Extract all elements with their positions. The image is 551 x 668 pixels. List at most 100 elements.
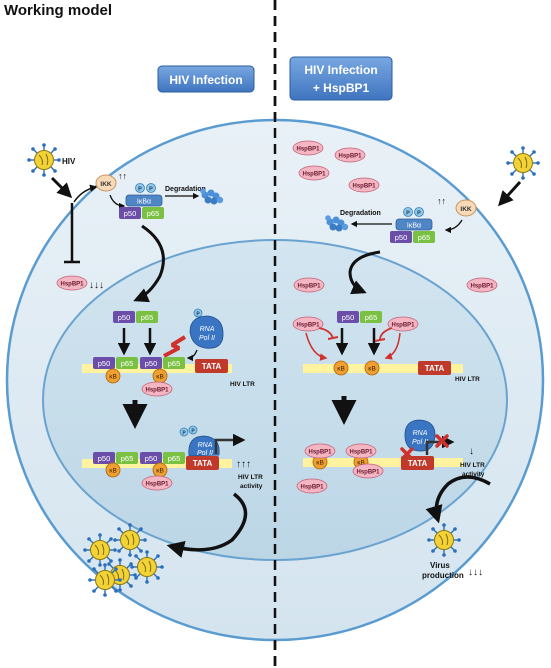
- p65-label: p65: [141, 313, 154, 322]
- p65-left-cyto: [142, 207, 164, 219]
- hspbp1-label: HspBP1: [296, 147, 320, 153]
- p65-label: p65: [168, 454, 181, 463]
- left-header-badge: HIV Infection: [157, 65, 255, 93]
- hspbp1-left-cyto: [56, 275, 88, 291]
- ltr-activity-line2-right: activity: [462, 471, 485, 478]
- hspbp1-down-arrows: ↓↓↓: [89, 280, 104, 291]
- virion-icon: [87, 562, 123, 598]
- pol2-label-left: Pol II: [199, 335, 215, 342]
- phospho-p-pol: P: [196, 312, 200, 318]
- virion-icon: [129, 549, 165, 585]
- p50-label: p50: [98, 454, 111, 463]
- tata-label: TATA: [202, 362, 222, 371]
- kb-label: κB: [357, 460, 365, 467]
- p65-label: p65: [418, 233, 431, 242]
- ltr-activity-line2-left: activity: [240, 483, 263, 490]
- dna-strand-right-2: [303, 458, 463, 467]
- p65-label: p65: [365, 313, 378, 322]
- hspbp1-label: HspBP1: [145, 388, 169, 394]
- tata-label: TATA: [408, 459, 428, 468]
- phospho-p-1: P: [138, 187, 142, 193]
- p50-label: p50: [145, 359, 158, 368]
- hiv-virus-icon-right: [505, 145, 541, 181]
- rna-label-right: RNA: [413, 430, 428, 437]
- ltr-activity-line1-left: HIV LTR: [238, 474, 263, 481]
- ltr-up-arrows: ↑↑↑: [236, 459, 251, 470]
- tata-label: TATA: [193, 459, 213, 468]
- phospho-p-2: P: [149, 187, 153, 193]
- dna-strand-right-1: [303, 364, 463, 373]
- block-x-icon-2: [435, 434, 449, 448]
- p50-right-cyto: [390, 231, 412, 243]
- p65-label: p65: [121, 359, 134, 368]
- p65-right-cyto: [413, 231, 435, 243]
- kb-label: κB: [109, 468, 117, 475]
- hspbp1-label: HspBP1: [356, 470, 380, 476]
- degradation-label-right: Degradation: [340, 210, 381, 217]
- ikk-up-arrows-left: ↑↑: [118, 171, 127, 181]
- ltr-activity-line1-right: HIV LTR: [460, 462, 485, 469]
- hspbp1-label: HspBP1: [60, 282, 84, 288]
- virion-icon-right: [426, 522, 462, 558]
- p50-label: p50: [145, 454, 158, 463]
- right-header-line1: HIV Infection: [304, 63, 377, 77]
- right-header-badge: HIV Infection + HspBP1: [289, 56, 393, 101]
- p65-label: p65: [168, 359, 181, 368]
- pol2-label-right: Pol II: [412, 439, 428, 446]
- kb-label: κB: [156, 468, 164, 475]
- p50-left-cyto: [119, 207, 141, 219]
- phospho-p-pol: P: [191, 429, 195, 435]
- ikk-node-left: [95, 174, 117, 192]
- phospho-p-3: P: [406, 211, 410, 217]
- ikk-node-right: [455, 199, 477, 217]
- pol2-label-left: Pol II: [197, 450, 213, 457]
- hspbp1-label: HspBP1: [391, 323, 415, 329]
- right-header-line2: + HspBP1: [313, 81, 370, 95]
- p65-label: p65: [147, 209, 160, 218]
- virus-production-line1: Virus: [430, 561, 450, 570]
- p50-label: p50: [342, 313, 355, 322]
- hspbp1-label: HspBP1: [338, 154, 362, 160]
- virus-down-arrows: ↓↓↓: [468, 567, 483, 578]
- kb-label: κB: [368, 366, 376, 373]
- hiv-ltr-label-right: HIV LTR: [455, 376, 480, 383]
- phospho-p-4: P: [417, 211, 421, 217]
- p50-label: p50: [118, 313, 131, 322]
- ikk-label-right: IKK: [460, 206, 472, 213]
- hspbp1-label: HspBP1: [302, 172, 326, 178]
- p50-label: p50: [98, 359, 111, 368]
- kb-label: κB: [109, 374, 117, 381]
- p65-label: p65: [121, 454, 134, 463]
- phospho-p-pol: P: [182, 431, 186, 437]
- hspbp1-label: HspBP1: [308, 450, 332, 456]
- ikba-label-left: IκBα: [137, 199, 151, 206]
- rna-label-left: RNA: [200, 326, 215, 333]
- tata-box-left-1: [195, 359, 228, 373]
- virion-icon: [82, 532, 118, 568]
- rna-label-left: RNA: [198, 442, 213, 449]
- hiv-label: HIV: [62, 157, 76, 166]
- hiv-ltr-label-left: HIV LTR: [230, 381, 255, 388]
- hspbp1-label: HspBP1: [297, 284, 321, 290]
- kb-label: κB: [337, 366, 345, 373]
- hspbp1-label: HspBP1: [296, 323, 320, 329]
- hspbp1-cytoplasm-group: HspBP1 HspBP1 HspBP1 HspBP1: [292, 140, 380, 193]
- hspbp1-label: HspBP1: [300, 485, 324, 491]
- virion-icon: [112, 522, 148, 558]
- p50-label: p50: [395, 233, 408, 242]
- ikba-left: [125, 194, 163, 207]
- degradation-label-left: Degradation: [165, 186, 206, 193]
- hiv-virus-icon: [26, 142, 62, 178]
- kb-label: κB: [156, 374, 164, 381]
- ikba-label-right: IκBα: [407, 223, 421, 230]
- hspbp1-label: HspBP1: [145, 482, 169, 488]
- ikk-up-arrows-right: ↑↑: [437, 196, 446, 206]
- rna-pol2-left: [189, 315, 224, 349]
- hspbp1-label: HspBP1: [352, 184, 376, 190]
- p50-label: p50: [124, 209, 137, 218]
- virus-production-line2: production: [422, 571, 464, 580]
- left-header-text: HIV Infection: [169, 73, 242, 87]
- kb-label: κB: [316, 460, 324, 467]
